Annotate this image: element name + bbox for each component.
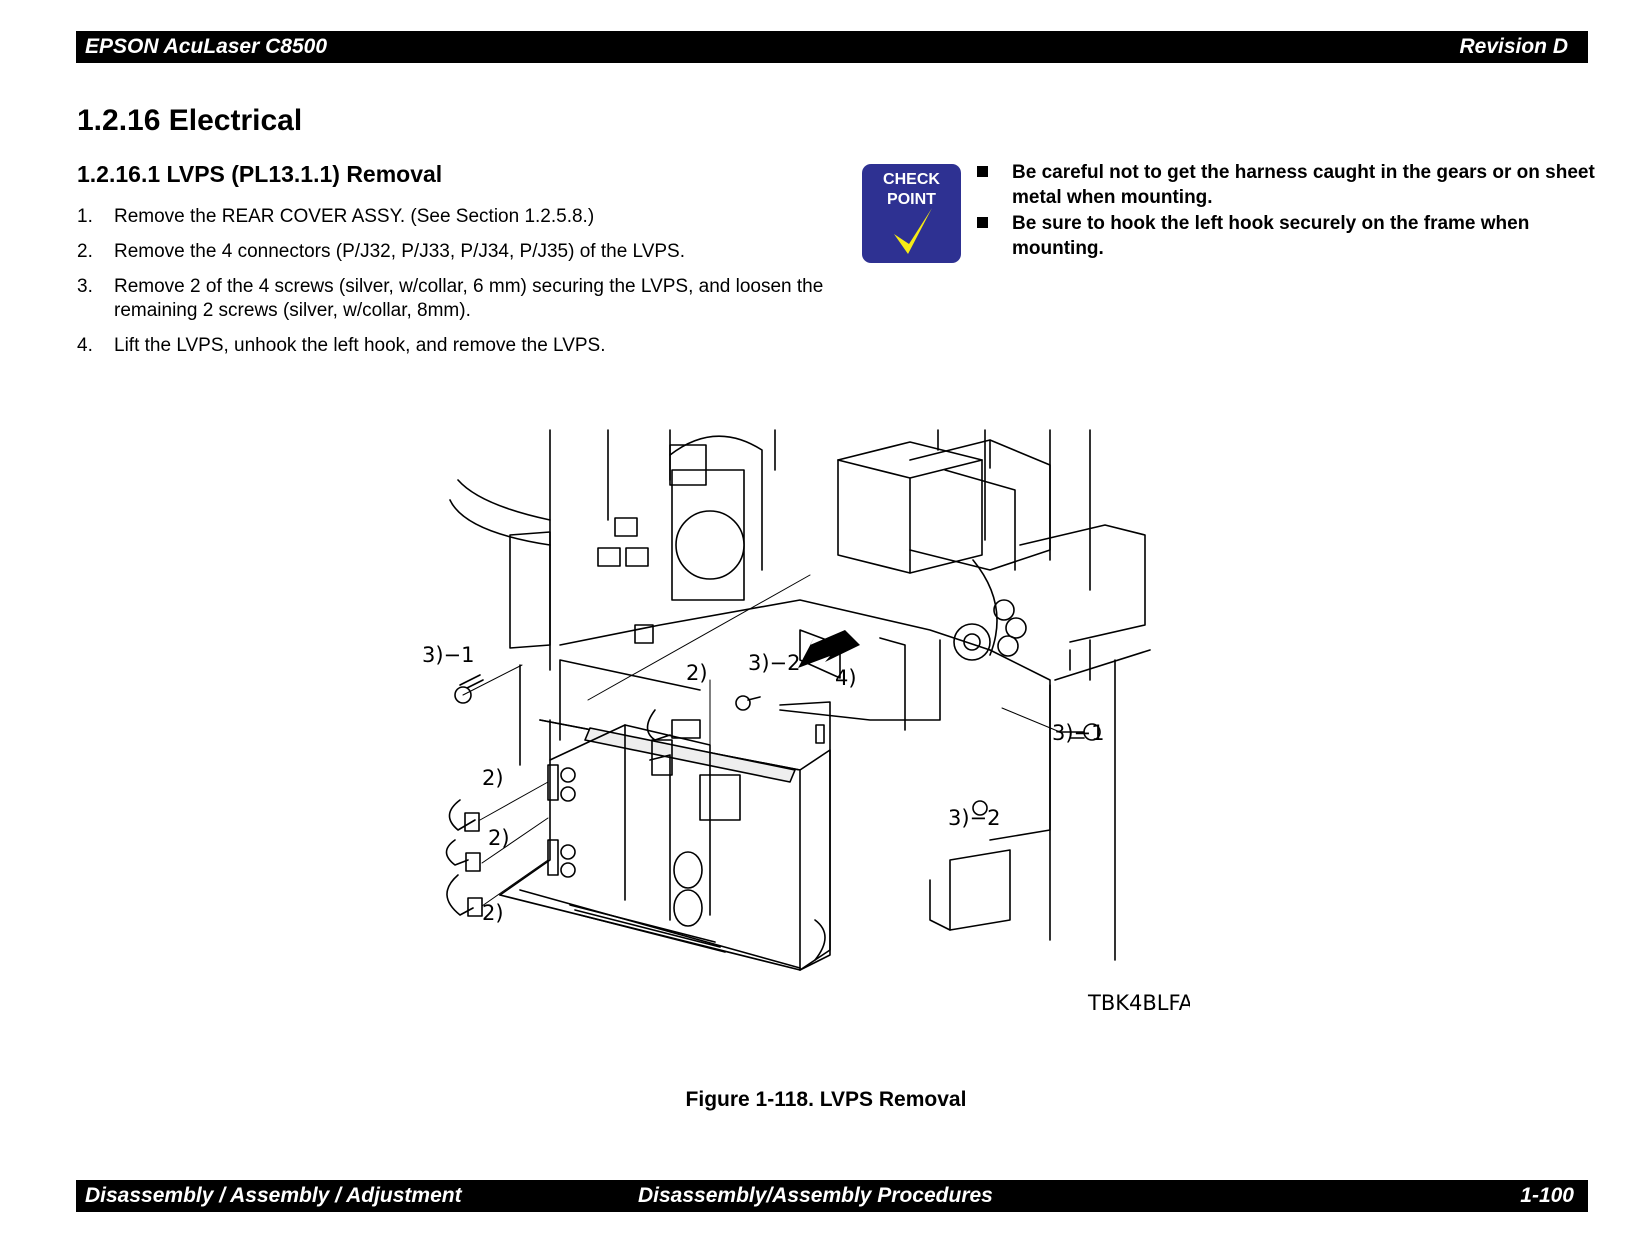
footer-bar: Disassembly / Assembly / Adjustment Disa…: [76, 1180, 1588, 1212]
step-item: 1. Remove the REAR COVER ASSY. (See Secti…: [77, 205, 837, 229]
callout-2-a: 2): [482, 766, 504, 790]
callout-2-c: 2): [482, 901, 504, 925]
note-item: Be sure to hook the left hook securely o…: [975, 211, 1595, 261]
note-item: Be careful not to get the harness caught…: [975, 160, 1595, 210]
page-number: 1-100: [1520, 1184, 1574, 1207]
bullet-square-icon: [977, 217, 988, 228]
harness-connectors-drawing: [445, 709, 701, 917]
callout-3-2-bottom: 3)−2: [948, 806, 1001, 830]
step-text: Remove 2 of the 4 screws (silver, w/coll…: [114, 276, 824, 321]
step-text: Remove the REAR COVER ASSY. (See Section…: [114, 206, 595, 227]
figure-caption: Figure 1-118. LVPS Removal: [685, 1088, 967, 1111]
step-item: 3. Remove 2 of the 4 screws (silver, w/co…: [77, 275, 837, 323]
figure-code: TBK4BLFA: [1087, 991, 1190, 1015]
step-text: Lift the LVPS, unhook the left hook, and…: [114, 335, 606, 356]
checkmark-icon: [894, 208, 932, 254]
step-number: 1.: [77, 206, 93, 227]
footer-chapter: Disassembly / Assembly / Adjustment: [85, 1184, 462, 1207]
screw-drawings: [454, 674, 1101, 816]
note-text: Be careful not to get the harness caught…: [1012, 162, 1595, 208]
leader-lines: [462, 574, 1061, 907]
check-point-badge: CHECK POINT: [862, 164, 961, 263]
callout-2-top: 2): [686, 661, 708, 685]
step-item: 2. Remove the 4 connectors (P/J32, P/J33,…: [77, 240, 837, 264]
header-title: EPSON AcuLaser C8500: [85, 35, 328, 58]
step-item: 4. Lift the LVPS, unhook the left hook, a…: [77, 334, 837, 358]
printer-chassis-drawing: [449, 429, 1151, 961]
step-number: 2.: [77, 241, 93, 262]
footer-section: Disassembly/Assembly Procedures: [638, 1184, 993, 1207]
note-text: Be sure to hook the left hook securely o…: [1012, 213, 1530, 259]
lvps-removal-diagram: 3)−1 2) 3)−2 4) 3)−1 2) 2) 2) 3)−2 TBK4B…: [422, 429, 1190, 1015]
lvps-unit-drawing: [499, 701, 831, 971]
subsection-heading: 1.2.16.1 LVPS (PL13.1.1) Removal: [77, 161, 443, 187]
section-heading: 1.2.16 Electrical: [77, 104, 303, 137]
callout-2-b: 2): [488, 826, 510, 850]
step-number: 3.: [77, 276, 93, 297]
lift-direction-arrow: [798, 629, 860, 679]
step-text: Remove the 4 connectors (P/J32, P/J33, P…: [114, 241, 686, 262]
bullet-square-icon: [977, 166, 988, 177]
badge-line-2: POINT: [887, 191, 936, 208]
procedure-steps: 1. Remove the REAR COVER ASSY. (See Secti…: [77, 205, 837, 369]
check-point-notes: Be careful not to get the harness caught…: [975, 160, 1595, 262]
step-number: 4.: [77, 335, 93, 356]
badge-line-1: CHECK: [883, 171, 940, 188]
header-bar: EPSON AcuLaser C8500 Revision D: [76, 31, 1588, 63]
header-revision: Revision D: [1459, 35, 1568, 58]
callout-3-1-right: 3)−1: [1052, 721, 1105, 745]
callout-3-2-top: 3)−2: [748, 651, 801, 675]
callout-4: 4): [835, 666, 857, 690]
callout-3-1-left: 3)−1: [422, 643, 475, 667]
